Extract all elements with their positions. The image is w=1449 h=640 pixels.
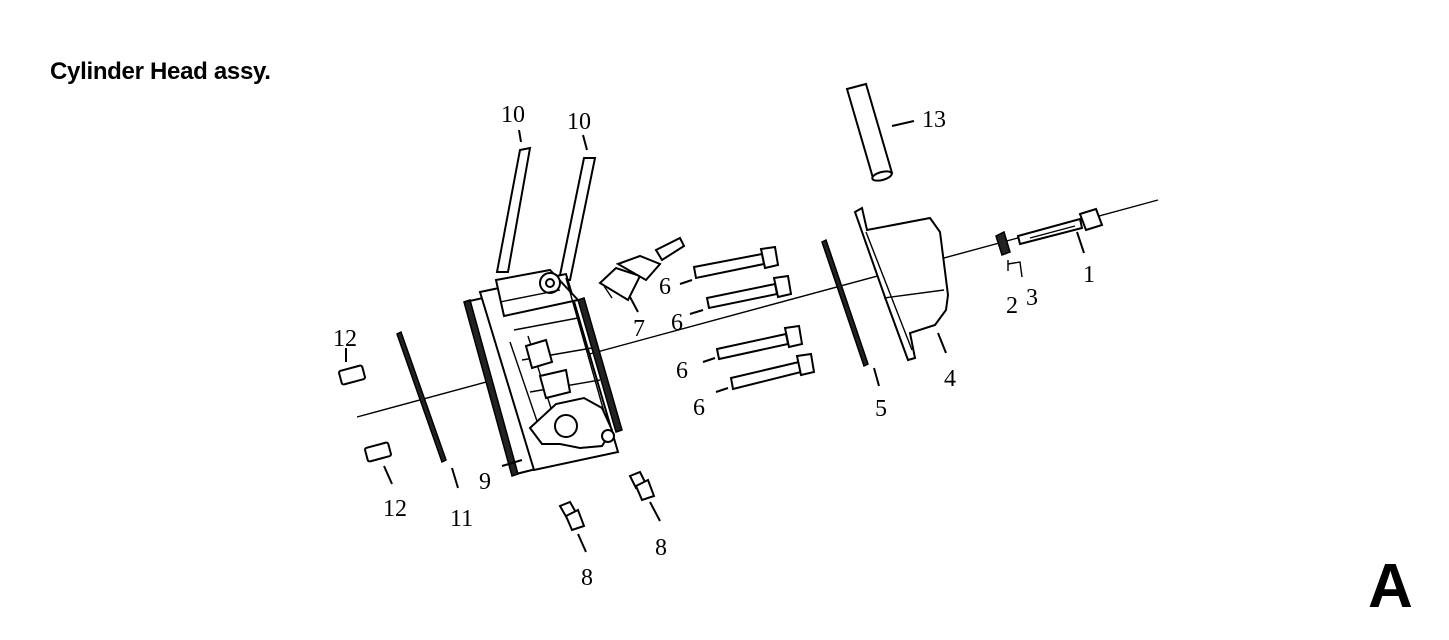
- callout-12-a: 12: [333, 326, 357, 352]
- part-7-spark-plug: [598, 236, 686, 313]
- callout-6-a: 6: [659, 274, 671, 300]
- callout-7: 7: [633, 316, 645, 342]
- callout-10-b: 10: [567, 109, 591, 135]
- part-4-cover: [853, 206, 950, 362]
- callout-11: 11: [450, 506, 473, 532]
- part-1-bolt: [1016, 207, 1104, 254]
- callout-13: 13: [922, 107, 946, 133]
- callout-6-b: 6: [671, 310, 683, 336]
- callout-6-d: 6: [693, 395, 705, 421]
- part-8-fitting-left: [558, 500, 587, 553]
- callout-10-a: 10: [501, 102, 525, 128]
- page-section-mark: A: [1368, 552, 1413, 621]
- callout-4: 4: [944, 366, 956, 392]
- part-6-bolt-b: [689, 274, 793, 315]
- callout-12-b: 12: [383, 496, 407, 522]
- part-13-tube: [845, 82, 915, 182]
- callout-6-c: 6: [676, 358, 688, 384]
- callout-8-a: 8: [581, 565, 593, 591]
- part-6-bolt-a: [679, 245, 780, 285]
- callout-8-b: 8: [655, 535, 667, 561]
- part-2-3-nut-washer: [995, 230, 1023, 278]
- part-8-fitting-right: [628, 470, 661, 522]
- callout-5: 5: [875, 396, 887, 422]
- part-12-dowel-bottom: [364, 441, 393, 485]
- part-9-cylinder-head: [463, 268, 623, 477]
- callout-2: 2: [1006, 293, 1018, 319]
- part-5-gasket: [821, 238, 880, 387]
- part-10-stud-left: [495, 129, 532, 273]
- diagram-title: Cylinder Head assy.: [50, 58, 271, 85]
- part-12-dowel-top: [338, 348, 366, 386]
- callout-3: 3: [1026, 285, 1038, 311]
- callout-9: 9: [479, 469, 491, 495]
- part-10-stud-right: [557, 134, 597, 281]
- part-6-bolt-c: [702, 324, 804, 363]
- callout-1: 1: [1083, 262, 1095, 288]
- part-11-gasket: [396, 330, 459, 489]
- part-6-bolt-d: [715, 352, 816, 393]
